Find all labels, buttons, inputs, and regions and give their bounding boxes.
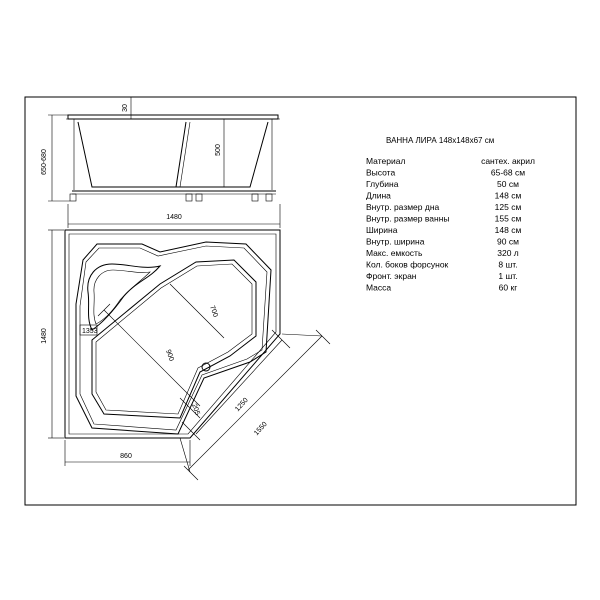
spec-label: Глубина — [366, 179, 399, 189]
spec-value: 90 см — [497, 237, 519, 247]
foot — [69, 193, 77, 202]
spec-row: Внутр. размер дна 125 см — [366, 202, 521, 212]
dim-length: 1480 — [166, 214, 182, 221]
spec-label: Внутр. размер дна — [366, 202, 440, 212]
spec-value: 125 см — [495, 202, 522, 212]
sheet-frame — [24, 96, 577, 506]
outer-contour — [64, 229, 281, 439]
top-view: 700 900 1353 205 1480 860 1250 1550 — [41, 229, 331, 481]
spec-value: 148 см — [495, 225, 522, 235]
spec-label: Кол. боков форсунок — [366, 260, 449, 270]
spec-row: Высота 65-68 см — [366, 168, 525, 178]
foot — [185, 193, 193, 202]
spec-row: Материал сантех. акрил — [366, 156, 535, 166]
spec-value: 155 см — [495, 214, 522, 224]
spec-label: Ширина — [366, 225, 398, 235]
spec-value: 60 кг — [499, 283, 518, 293]
dim-205: 205 — [190, 403, 201, 416]
dim-1550: 1550 — [253, 421, 269, 437]
spec-row: Внутр. размер ванны 155 см — [366, 214, 521, 224]
spec-label: Материал — [366, 156, 405, 166]
spec-value: 8 шт. — [498, 260, 517, 270]
spec-title: ВАННА ЛИРА 148x148x67 см — [386, 136, 494, 145]
spec-row: Внутр. ширина 90 см — [366, 237, 519, 247]
spec-row: Макс. емкость 320 л — [366, 248, 519, 258]
spec-value: 320 л — [497, 248, 519, 258]
spec-value: сантех. акрил — [481, 156, 535, 166]
spec-label: Масса — [366, 283, 391, 293]
bowl-inner — [91, 259, 257, 419]
spec-row: Длина 148 см — [366, 191, 521, 201]
spec-value: 50 см — [497, 179, 519, 189]
spec-row: Фронт. экран 1 шт. — [366, 271, 518, 281]
bowl-rim — [75, 241, 272, 435]
spec-row: Ширина 148 см — [366, 225, 521, 235]
spec-row: Кол. боков форсунок 8 шт. — [366, 260, 518, 270]
spec-row: Масса 60 кг — [366, 283, 517, 293]
tub-body — [77, 121, 269, 188]
spec-label: Высота — [366, 168, 395, 178]
foot — [195, 193, 203, 202]
spec-value: 148 см — [495, 191, 522, 201]
foot — [265, 193, 273, 202]
drain-icon — [201, 362, 211, 372]
spec-label: Фронт. экран — [366, 271, 417, 281]
foot — [251, 193, 259, 202]
dim-height: 650-680 — [41, 149, 48, 175]
dim-width: 1480 — [41, 328, 48, 344]
dim-depth: 500 — [215, 144, 222, 156]
side-view: 30 500 650-680 1480 — [41, 97, 281, 228]
seat-curve — [87, 263, 162, 331]
spec-label: Макс. емкость — [366, 248, 423, 258]
rim — [67, 114, 279, 120]
dim-700: 700 — [208, 305, 219, 318]
dim-top-rim: 30 — [122, 104, 129, 112]
dim-1353: 1353 — [82, 328, 98, 335]
spec-label: Внутр. размер ванны — [366, 214, 450, 224]
spec-label: Длина — [366, 191, 391, 201]
spec-value: 1 шт. — [498, 271, 517, 281]
dim-860: 860 — [120, 453, 132, 460]
spec-row: Глубина 50 см — [366, 179, 519, 189]
spec-value: 65-68 см — [491, 168, 525, 178]
dim-900: 900 — [164, 349, 175, 362]
spec-label: Внутр. ширина — [366, 237, 425, 247]
